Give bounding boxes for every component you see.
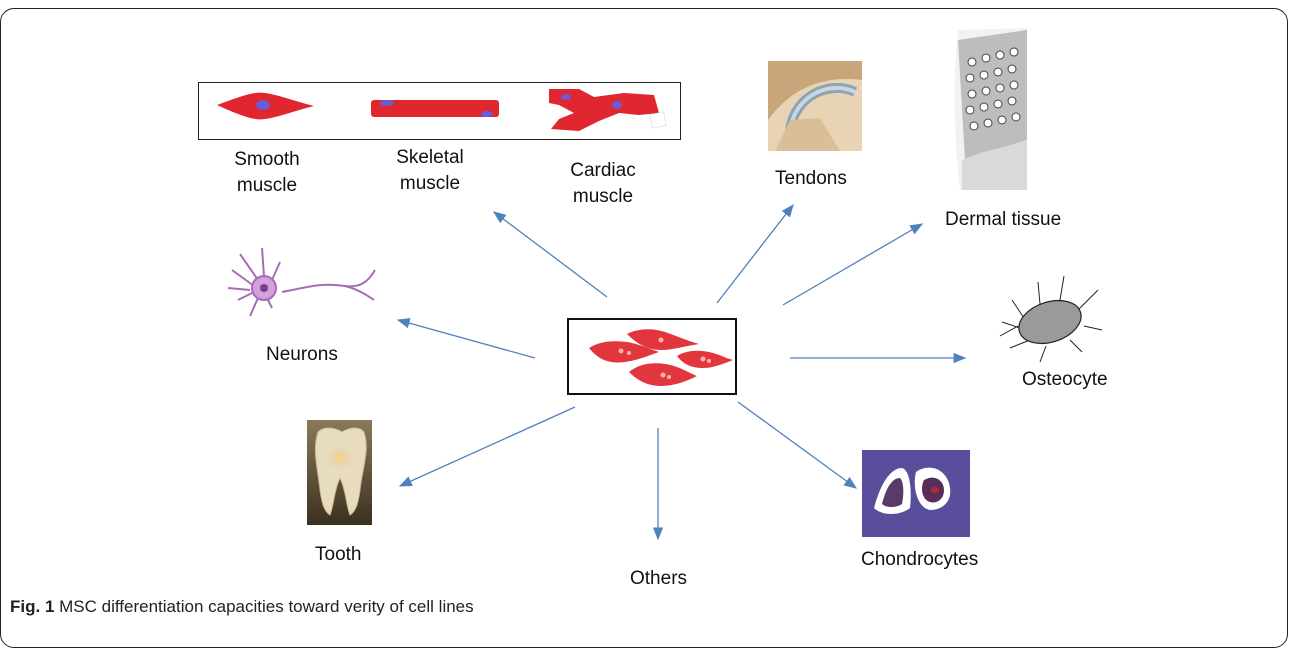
label-tendons: Tendons (775, 166, 847, 192)
chondrocytes-image (862, 450, 970, 537)
label-dermal-tissue: Dermal tissue (945, 207, 1061, 233)
neuron-image (228, 248, 375, 316)
caption-text: MSC differentiation capacities toward ve… (59, 597, 473, 616)
dermal-tissue-image (955, 28, 1027, 190)
arrow-muscle (494, 212, 607, 297)
caption-label: Fig. 1 (10, 597, 54, 616)
label-others: Others (630, 566, 687, 592)
arrow-dermal (783, 224, 922, 305)
tendons-image (768, 61, 862, 151)
arrow-neurons (398, 320, 535, 358)
figure-caption: Fig. 1 MSC differentiation capacities to… (10, 597, 474, 617)
arrow-tooth (400, 407, 575, 486)
label-tooth: Tooth (315, 542, 361, 568)
label-osteocyte: Osteocyte (1022, 367, 1108, 393)
label-chondrocytes: Chondrocytes (861, 547, 978, 573)
arrow-tendons (717, 205, 793, 303)
msc-cells-illustration (569, 320, 735, 393)
arrow-chondrocytes (738, 402, 856, 488)
label-neurons: Neurons (266, 342, 338, 368)
tooth-image (307, 420, 372, 525)
msc-cells-box (567, 318, 737, 395)
diagram-artwork (0, 0, 1290, 628)
osteocyte-image (1000, 276, 1102, 362)
